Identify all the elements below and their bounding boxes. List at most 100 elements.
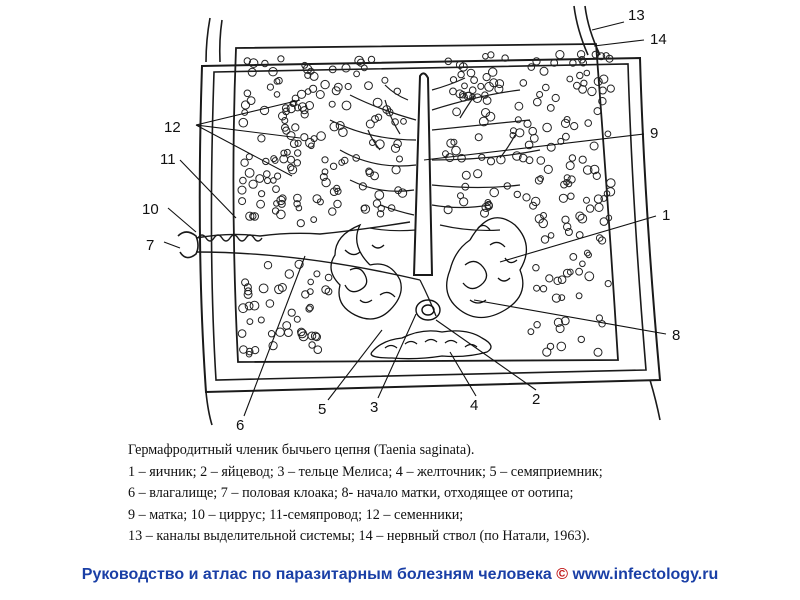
testis-dot [312,332,321,342]
testis-dot [365,168,374,178]
testis-dot [375,139,385,149]
testis-dot [270,177,277,184]
testis-dot [478,116,489,127]
footer-site-link[interactable]: www.infectology.ru [572,566,719,583]
label-7: 7 [146,237,154,254]
testis-dot [509,132,517,139]
proglottid-diagram: 13 14 12 11 10 7 9 1 8 2 4 3 5 6 [142,5,680,434]
testis-dot [365,119,375,129]
testis-dot [459,197,469,207]
testis-dot [584,271,595,282]
testis-dot [576,71,584,80]
testis-dot [352,154,361,162]
testis-dot [598,86,607,95]
testis-dot [459,92,469,102]
testis-dot [604,130,612,138]
testis-dot [444,57,453,66]
testis-dot [606,178,616,188]
testis-dot [566,75,574,83]
label-1: 1 [662,207,670,224]
testis-dot [466,68,476,78]
testis-dot [294,149,302,157]
testis-dot [365,167,373,175]
testis-dot [293,200,301,208]
testis-dot [246,318,254,326]
testis-dot [294,259,304,269]
testis-dot [484,81,495,92]
testis-dot [356,58,366,67]
testis-dot [575,267,583,276]
testis-dot [598,236,607,245]
testis-dot [587,86,597,97]
testis-dot [291,123,300,132]
testis-dot [577,213,588,224]
testis-dot [282,321,292,330]
testis-dot [393,87,401,96]
testis-dot [238,303,249,314]
testis-dot [266,83,274,91]
caption-line-title: Гермафродитный членик бычьего цепня (Tae… [128,442,475,458]
testis-dot [569,253,578,261]
testis-dot [459,91,467,99]
testis-dot [340,156,349,165]
testis-dot [534,176,544,185]
label-10: 10 [142,201,159,218]
oviduct [419,279,437,317]
testis-dot [532,57,541,66]
testis-dot [553,276,562,285]
testis-dot [580,79,588,87]
testis-dot [482,73,491,82]
testis-dot [539,66,549,76]
testis-dot [267,330,276,338]
testis-dot [294,104,302,112]
testis-dot [579,260,586,268]
testis-dot [469,93,476,101]
testis-dot [585,251,593,259]
testis-dot [393,139,402,148]
testis-dot [335,121,345,130]
testis-dot [584,119,593,127]
testis-dot [370,171,380,181]
testis-dot [367,55,376,64]
testis-dot [461,182,470,191]
testis-dot [531,196,541,207]
testis-dot [558,294,566,302]
testis-dot [344,82,352,91]
testis-dot [391,165,401,175]
inner-border [232,43,619,363]
testis-dot [244,168,255,178]
testis-dot [562,268,572,278]
testis-dot [273,91,281,98]
lower-segment-right-edge [649,379,661,421]
testis-dot [532,264,540,272]
testes [237,50,616,358]
testis-dot [239,176,247,185]
testis-dot [341,63,351,73]
testis-dot [305,138,315,148]
testis-dot [238,117,249,128]
testis-dot [300,106,309,115]
testis-dot [495,79,505,89]
testis-dot [546,104,555,112]
testis-dot [528,126,538,136]
testis-dot [474,133,483,142]
testis-dot [514,116,522,124]
testis-dot [237,185,247,195]
testis-dot [569,59,577,67]
testis-dot [542,122,552,133]
testis-dot [297,102,308,112]
testis-dot [268,341,278,351]
testis-dot [519,79,528,87]
testis-dot [470,76,479,84]
testis-dot [487,51,495,59]
testis-dot [477,82,485,90]
testis-dot [600,195,608,202]
testis-dot [377,204,385,213]
testis-dot [494,84,504,94]
testis-dot [603,190,611,197]
testis-dot [514,101,524,111]
testis-dot [319,173,328,181]
testis-dot [258,190,266,198]
testis-dot [463,91,473,101]
testis-dot [243,89,252,98]
